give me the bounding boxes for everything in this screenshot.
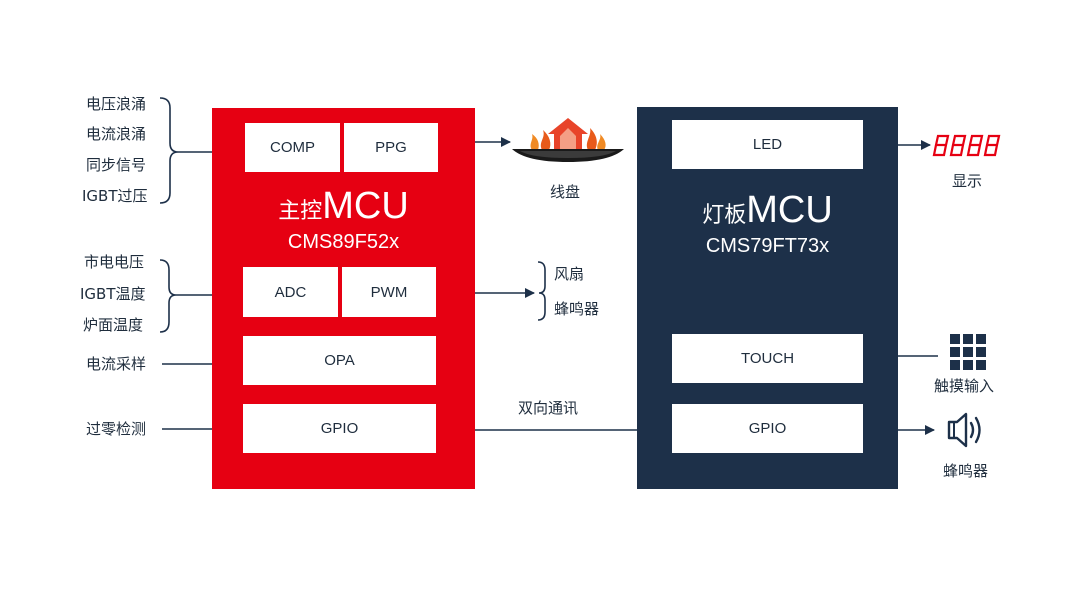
input-label: 电压浪涌 [86, 95, 147, 113]
output-label-coil: 线盘 [550, 183, 581, 201]
comm-label: 双向通讯 [518, 399, 579, 417]
module-ppg: PPG [344, 123, 438, 172]
input-label: IGBT温度 [80, 285, 146, 303]
input-label: 市电电压 [84, 253, 145, 271]
panel-mcu-title-mcu: MCU [746, 189, 833, 231]
output-label-buzzer-main: 蜂鸣器 [554, 300, 600, 318]
input-label-zero-cross: 过零检测 [86, 420, 147, 438]
input-label-current-sample: 电流采样 [86, 355, 147, 373]
speaker-icon [947, 412, 981, 448]
input-label: 电流浪涌 [86, 125, 147, 143]
output-brace-pwm [537, 261, 546, 321]
induction-coil-flame-icon [512, 118, 624, 162]
panel-mcu-title: 灯板MCU [637, 188, 898, 240]
input-brace-group1 [159, 97, 179, 204]
module-comp: COMP [245, 123, 340, 172]
panel-mcu-part: CMS79FT73x [705, 235, 830, 257]
output-label-touch: 触摸输入 [934, 377, 995, 395]
main-mcu-title-mcu: MCU [322, 185, 409, 227]
main-mcu-part: CMS89F52x [287, 231, 400, 253]
input-label: IGBT过压 [82, 187, 148, 205]
seven-segment-display-icon [932, 134, 1001, 157]
module-adc: ADC [243, 267, 338, 317]
output-label-buzzer-panel: 蜂鸣器 [943, 462, 989, 480]
module-gpio: GPIO [243, 404, 436, 453]
input-brace-group2 [159, 259, 177, 333]
panel-mcu-title-cn: 灯板 [702, 203, 747, 228]
module-gpio-panel: GPIO [672, 404, 863, 453]
module-opa: OPA [243, 336, 436, 385]
keypad-grid-icon [950, 334, 986, 370]
module-led: LED [672, 120, 863, 169]
main-mcu-title: 主控MCU [212, 184, 475, 236]
input-label: 炉面温度 [83, 316, 144, 334]
main-mcu-title-cn: 主控 [278, 199, 323, 224]
output-label-fan: 风扇 [554, 265, 585, 283]
module-pwm: PWM [342, 267, 436, 317]
input-label: 同步信号 [86, 156, 147, 174]
module-touch: TOUCH [672, 334, 863, 383]
output-label-display: 显示 [952, 172, 983, 190]
